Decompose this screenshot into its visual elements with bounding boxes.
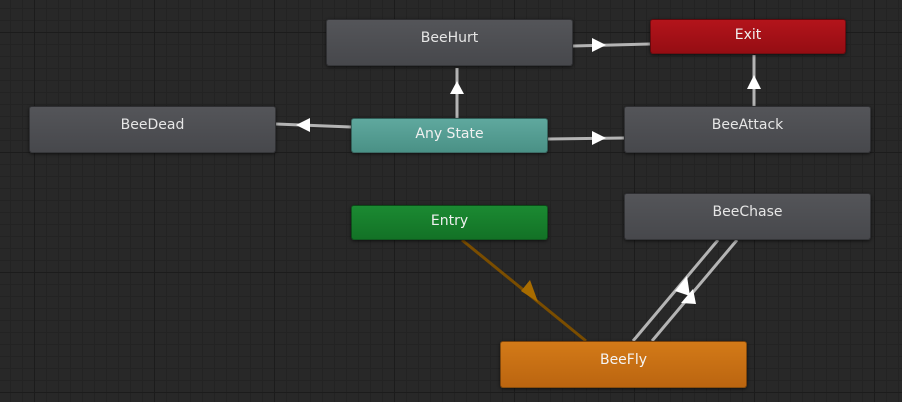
state-node-beechase[interactable]: BeeChase — [624, 193, 871, 240]
state-node-beeattack[interactable]: BeeAttack — [624, 106, 871, 153]
state-label: BeeAttack — [711, 117, 784, 133]
transition-arrow-icon — [747, 75, 761, 89]
transition-entry-to-beefly[interactable] — [461, 238, 587, 343]
transition-beefly-to-beechase[interactable] — [631, 239, 720, 342]
transition-arrow-icon — [592, 131, 606, 145]
transition-line — [547, 136, 625, 141]
transition-beeattack-to-exit[interactable] — [747, 55, 761, 106]
transition-arrow-icon — [681, 289, 696, 304]
state-label: BeeFly — [599, 352, 648, 368]
transition-anystate-to-beedead[interactable] — [275, 118, 352, 132]
state-node-beefly[interactable]: BeeFly — [500, 341, 747, 388]
transition-arrow-icon — [675, 276, 690, 296]
transition-beehurt-to-exit[interactable] — [572, 38, 651, 52]
transition-arrow-icon — [450, 81, 464, 94]
transition-anystate-to-beehurt[interactable] — [450, 68, 464, 119]
state-node-beedead[interactable]: BeeDead — [29, 106, 276, 153]
transition-arrow-icon — [521, 280, 538, 302]
state-node-exit[interactable]: Exit — [650, 19, 846, 54]
transition-beechase-to-beefly[interactable] — [650, 239, 739, 342]
state-label: Entry — [430, 213, 469, 229]
state-label: Any State — [415, 126, 484, 142]
transition-arrow-icon — [592, 38, 606, 52]
state-node-any-state[interactable]: Any State — [351, 118, 548, 153]
state-label: BeeHurt — [420, 30, 479, 46]
transition-line — [572, 42, 651, 48]
state-label: Exit — [734, 27, 762, 43]
state-label: BeeDead — [120, 117, 185, 133]
transition-line — [275, 122, 352, 129]
transition-anystate-to-beeattack[interactable] — [547, 131, 625, 145]
state-node-entry[interactable]: Entry — [351, 205, 548, 240]
transition-arrow-icon — [296, 118, 310, 132]
state-label: BeeChase — [712, 204, 783, 220]
state-node-beehurt[interactable]: BeeHurt — [326, 19, 573, 66]
transition-line — [650, 239, 739, 342]
